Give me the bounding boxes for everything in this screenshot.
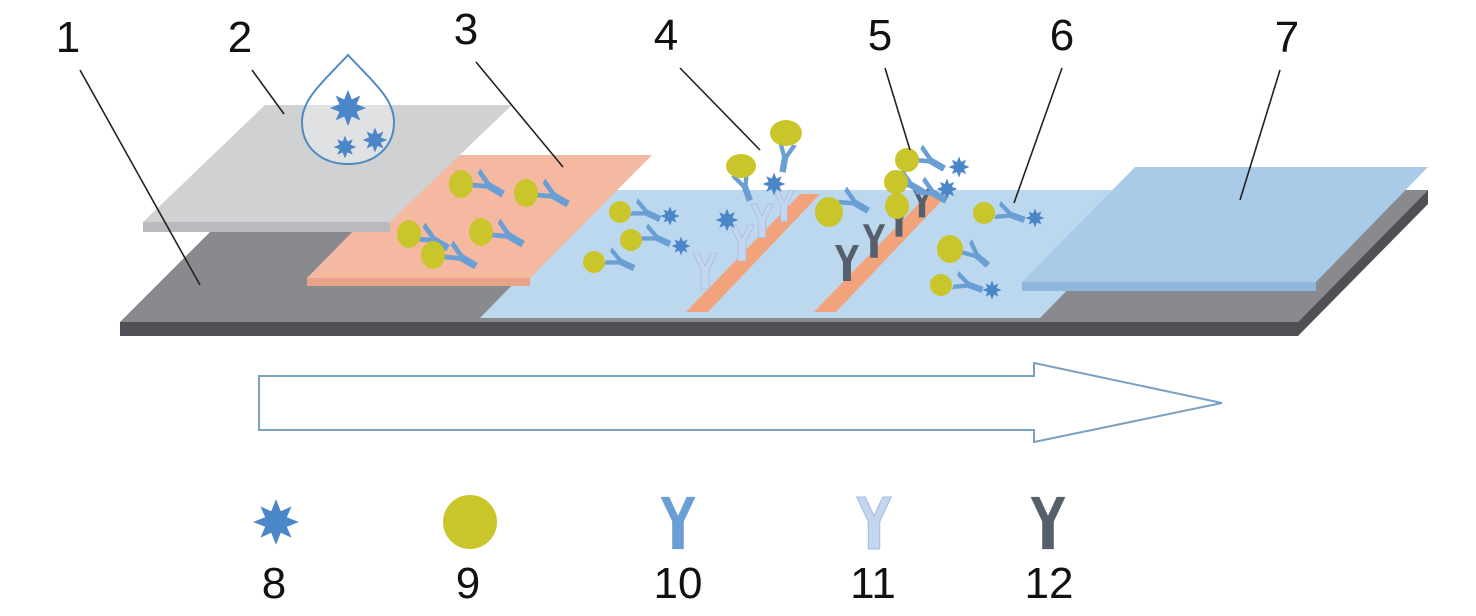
migrating-complexes [583, 198, 691, 277]
label-4: 4 [654, 11, 678, 60]
complex [973, 201, 1045, 229]
leader-line-2 [251, 69, 285, 115]
gold-particle-icon [443, 495, 497, 549]
backing-card-side-edge [1298, 190, 1428, 336]
gold-antibody-conjugate [469, 218, 529, 254]
leader-line-1 [79, 69, 201, 286]
complex [937, 235, 995, 273]
control-antibody-icon [1030, 496, 1066, 550]
absorbent-pad [1022, 167, 1428, 291]
leader-line-3 [475, 61, 564, 168]
component-labels: 1 2 3 4 5 6 7 [56, 5, 1299, 62]
conjugate-antibody-icon [660, 496, 696, 550]
conjugates-on-pad [397, 168, 574, 276]
label-12: 12 [1025, 559, 1074, 608]
label-1: 1 [56, 13, 80, 62]
leader-lines [79, 61, 1281, 286]
label-8: 8 [262, 559, 286, 608]
absorbent-pad-top [1022, 167, 1428, 282]
label-10: 10 [654, 559, 703, 608]
complex [930, 271, 1002, 300]
leader-line-7 [1239, 69, 1281, 201]
antigen-icon [253, 499, 299, 545]
label-11: 11 [850, 559, 896, 608]
leader-line-4 [679, 67, 761, 151]
flow-direction-arrow [258, 361, 1223, 444]
sample-pad-top [143, 105, 512, 222]
control-line-antibodies [815, 144, 970, 281]
conjugate-pad-top [307, 155, 652, 278]
label-5: 5 [868, 11, 892, 60]
label-9: 9 [456, 559, 480, 608]
test-line [686, 194, 820, 312]
label-3: 3 [454, 5, 478, 54]
absorbent-pad-edge [1022, 282, 1316, 291]
gold-antibody-conjugate [514, 178, 574, 214]
sample-pad [143, 105, 512, 232]
complex [583, 247, 639, 277]
gold-antibody-conjugate [449, 168, 509, 204]
sample-drop [300, 53, 396, 166]
label-6: 6 [1050, 11, 1074, 60]
conjugate-pad [307, 155, 652, 286]
leader-line-6 [1013, 67, 1063, 204]
sample-pad-edge [143, 222, 390, 232]
complex [620, 223, 691, 256]
legend: 8 9 10 11 12 [253, 495, 1073, 608]
complex [609, 198, 680, 228]
label-7: 7 [1275, 13, 1299, 62]
gold-antibody-conjugate [421, 240, 482, 276]
label-2: 2 [228, 13, 252, 62]
backing-card-front-edge [120, 322, 1298, 336]
leader-line-5 [884, 67, 911, 151]
conjugate-pad-edge [307, 278, 530, 286]
capture-antibody-icon [855, 496, 893, 550]
gold-antibody-conjugate [397, 220, 454, 258]
test-line-antibodies [692, 120, 802, 290]
excess-conjugates [930, 201, 1045, 300]
control-line [814, 194, 948, 312]
